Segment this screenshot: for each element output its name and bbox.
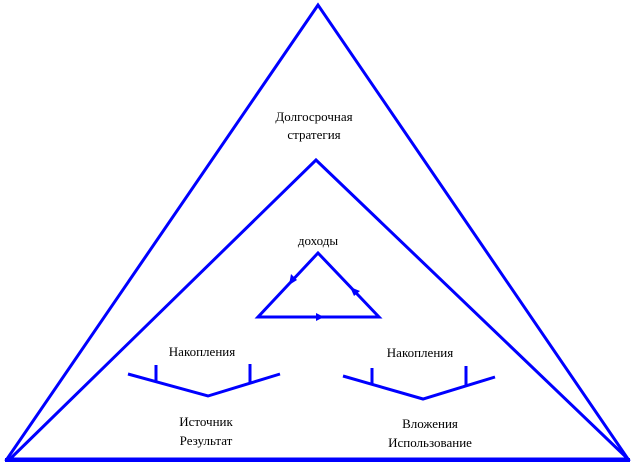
income-label: доходы <box>297 233 339 248</box>
result-label: Результат <box>179 433 233 448</box>
savings-left-label: Накопления <box>168 344 236 359</box>
arrow-down-left-icon <box>289 274 297 285</box>
left-bracket <box>127 372 281 398</box>
source-label: Источник <box>179 414 233 429</box>
strategy-label-line1: Долгосрочная <box>275 109 353 124</box>
arrow-right-icon <box>316 313 324 321</box>
income-cycle-triangle <box>254 250 383 319</box>
savings-right-label: Накопления <box>386 345 454 360</box>
usage-label: Использование <box>388 435 472 450</box>
arrow-up-left-icon <box>350 287 360 296</box>
inner-triangle <box>8 157 630 461</box>
investments-label: Вложения <box>402 416 458 431</box>
strategy-label-line2: стратегия <box>287 127 341 142</box>
right-bracket <box>342 374 496 401</box>
